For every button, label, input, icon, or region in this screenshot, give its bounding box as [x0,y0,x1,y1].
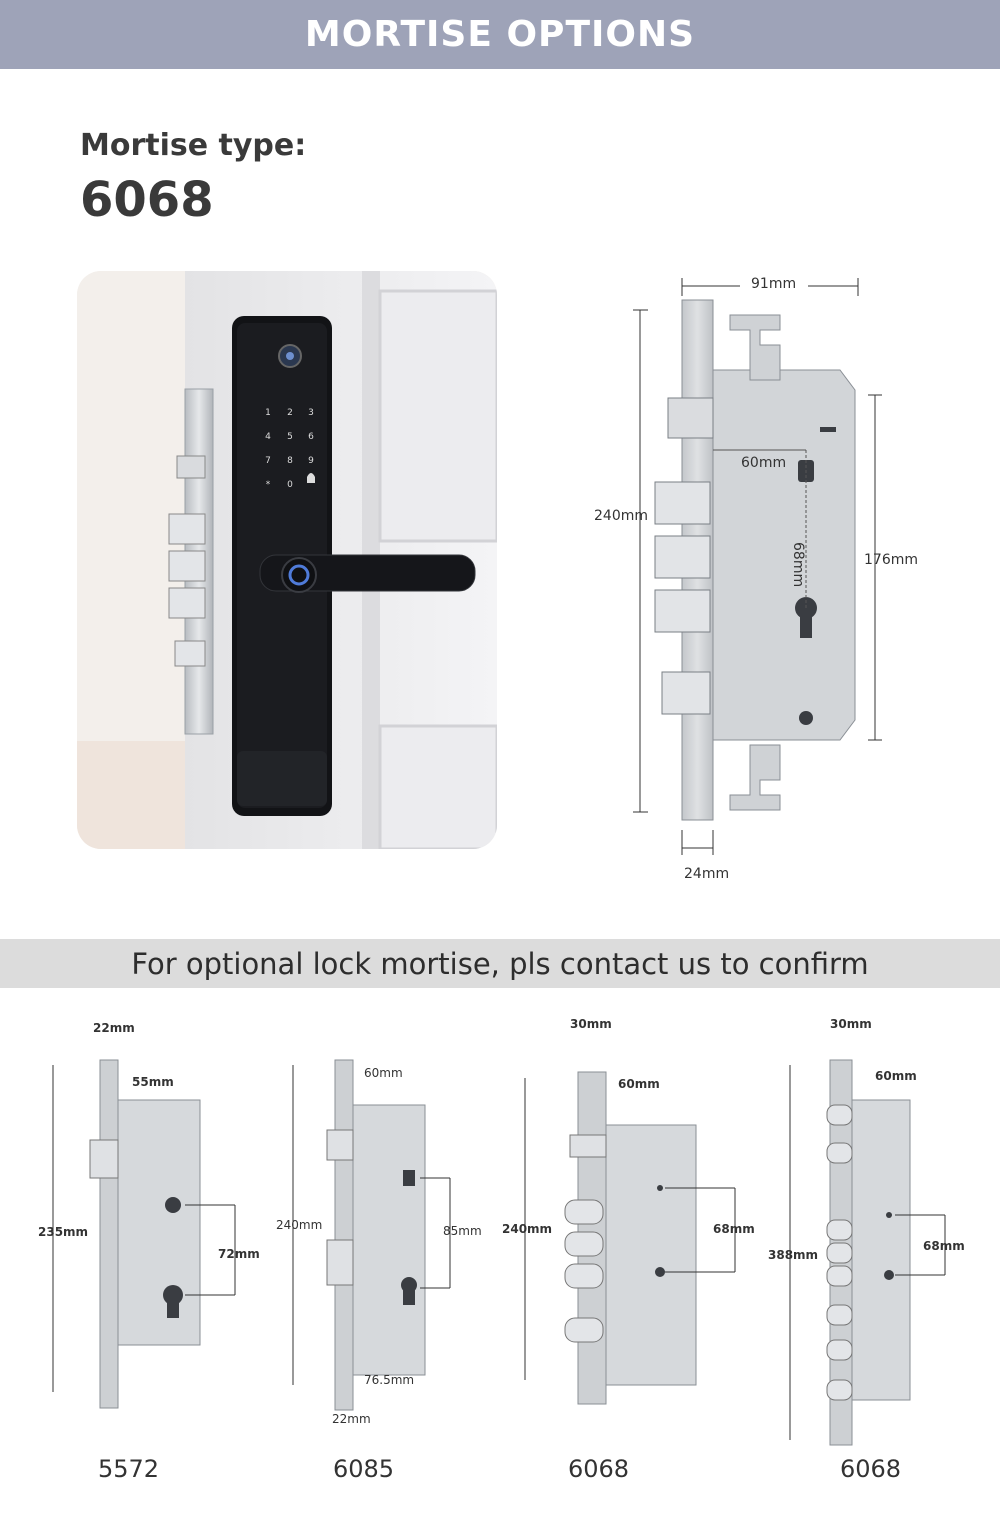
opt2-dim-a: 60mm [364,1066,403,1080]
keypad-key-9: 9 [308,456,314,466]
keypad-key-0: 0 [287,480,293,490]
section-title: For optional lock mortise, pls contact u… [131,946,869,981]
opt1-dim-d: 72mm [218,1247,260,1261]
opt1-dim-a: 22mm [93,1021,135,1035]
option-model-6068-a[interactable]: 6068 [568,1455,630,1483]
dim-width: 91mm [751,276,797,292]
mortise-type-label: Mortise type: [80,128,307,163]
opt2-dim-b: 240mm [276,1218,323,1232]
opt4-dim-b: 60mm [875,1069,917,1083]
mortise-type-value: 6068 [80,172,214,228]
keypad-key-5: 5 [287,432,293,442]
mortise-option-5572-drawing [52,1059,236,1409]
header-title: MORTISE OPTIONS [304,14,696,55]
dim-center: 68mm [790,542,806,588]
mortise-option-6068-long-drawing [789,1059,946,1446]
fingerprint-icon [288,564,310,586]
keypad-key-7: 7 [265,456,271,466]
section-banner: For optional lock mortise, pls contact u… [0,939,1000,988]
opt1-dim-c: 235mm [38,1225,89,1239]
option-model-6068-b[interactable]: 6068 [840,1455,902,1483]
main-mortise-drawing [633,276,882,855]
opt3-dim-c: 240mm [502,1222,553,1236]
option-model-5572[interactable]: 5572 [98,1455,160,1483]
mortise-option-6068-drawing [524,1071,736,1405]
opt2-dim-d: 76.5mm [364,1373,415,1387]
keypad-key-3: 3 [308,408,314,418]
opt3-dim-b: 60mm [618,1077,660,1091]
dim-faceplate: 24mm [684,866,730,882]
product-photo: 1 2 3 4 5 6 7 8 9 * 0 [77,271,497,849]
keypad-key-star: * [266,480,271,490]
dim-spacing: 60mm [741,455,787,471]
opt4-dim-d: 68mm [923,1239,965,1253]
bell-icon [307,473,315,483]
opt3-dim-d: 68mm [713,1222,755,1236]
opt1-dim-b: 55mm [132,1075,174,1089]
keypad-key-2: 2 [287,408,293,418]
smart-lock-illustration: 1 2 3 4 5 6 7 8 9 * 0 [77,271,497,849]
keypad-key-8: 8 [287,456,293,466]
opt2-dim-e: 22mm [332,1412,371,1426]
keypad-key-1: 1 [265,408,271,418]
keypad-key-4: 4 [265,432,271,442]
dim-body: 176mm [864,552,918,568]
opt4-dim-c: 388mm [768,1248,819,1262]
header-banner: MORTISE OPTIONS [0,0,1000,69]
opt4-dim-a: 30mm [830,1017,872,1031]
mortise-option-6085-drawing [292,1059,451,1411]
opt2-dim-c: 85mm [443,1224,482,1238]
option-model-6085[interactable]: 6085 [333,1455,395,1483]
keypad-key-6: 6 [308,432,314,442]
opt3-dim-a: 30mm [570,1017,612,1031]
dim-height: 240mm [594,508,648,524]
